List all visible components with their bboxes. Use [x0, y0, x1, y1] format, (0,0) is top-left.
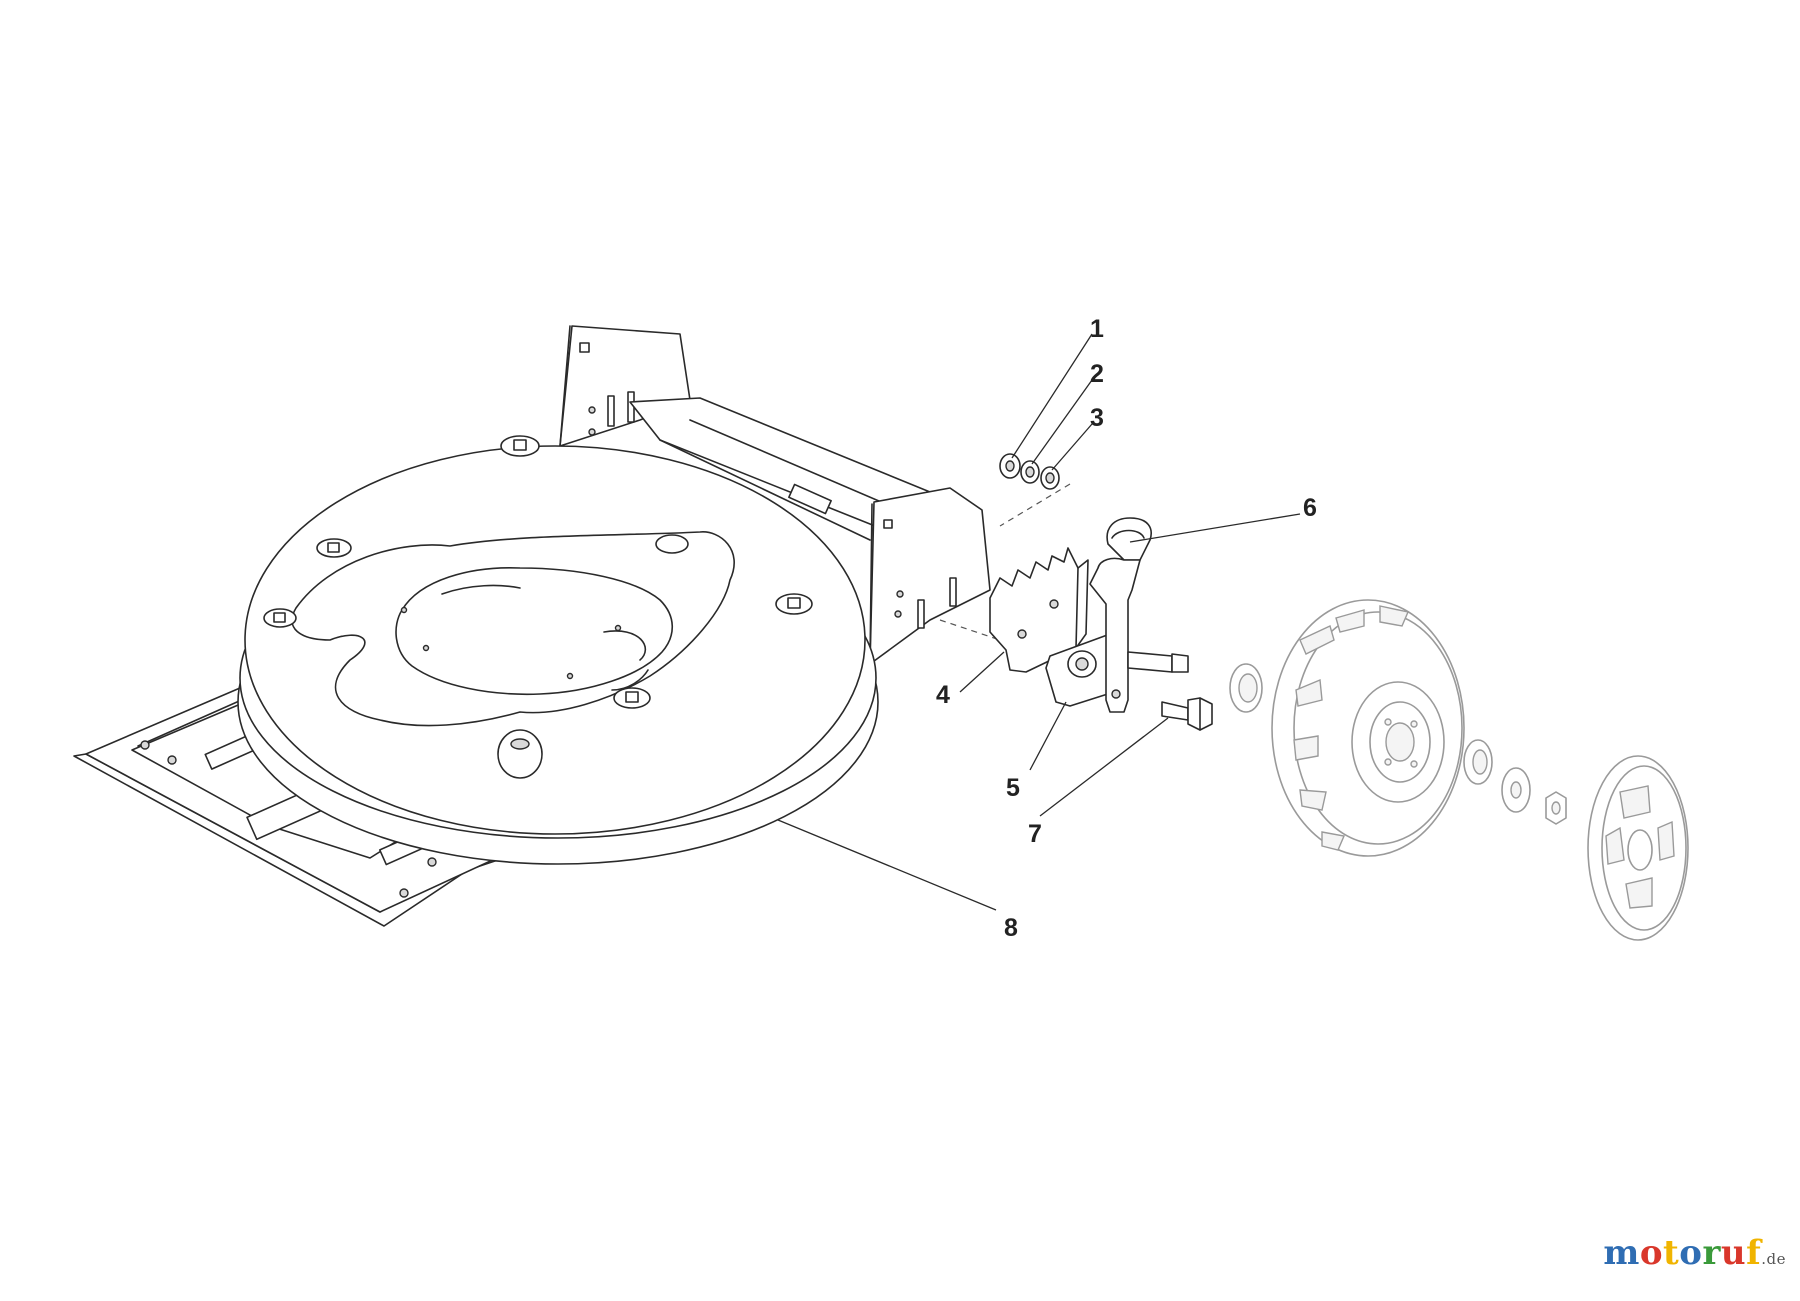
- assembly-axis-upper: [999, 483, 1071, 527]
- callout-6: 6: [1303, 494, 1317, 522]
- leader-7: [1039, 717, 1169, 817]
- wheel-washer: [1501, 767, 1531, 813]
- callout-2: 2: [1090, 360, 1104, 388]
- leader-6: [1129, 513, 1301, 543]
- callout-3: 3: [1090, 404, 1104, 432]
- leader-lines: [777, 333, 1301, 911]
- watermark-letter: o: [1679, 1233, 1703, 1273]
- leader-1: [1011, 333, 1093, 459]
- watermark-letter: u: [1720, 1233, 1747, 1273]
- callouts: 1 2 3 4 5 6 7 8: [936, 315, 1317, 942]
- callout-5: 5: [1006, 774, 1020, 802]
- washer-2: [1020, 460, 1040, 484]
- watermark-logo: motoruf.de: [1603, 1233, 1786, 1273]
- callout-7: 7: [1028, 820, 1042, 848]
- callout-1: 1: [1090, 315, 1104, 343]
- lock-washer-3: [1040, 466, 1060, 490]
- wheel-tyre: [1271, 599, 1465, 857]
- watermark-letter: o: [1639, 1233, 1664, 1273]
- leader-2: [1031, 379, 1093, 465]
- callout-4: 4: [936, 681, 950, 709]
- leader-8: [777, 819, 997, 911]
- wheel-nut: [1545, 791, 1567, 825]
- watermark-letter: m: [1603, 1233, 1640, 1273]
- leader-5: [1029, 701, 1067, 771]
- nut-1: [999, 453, 1021, 479]
- mower-deck: [73, 325, 991, 927]
- watermark-letter: t: [1663, 1233, 1680, 1273]
- outer-gear: [1463, 739, 1493, 785]
- callout-8: 8: [1004, 914, 1018, 942]
- watermark-letter: r: [1702, 1233, 1721, 1273]
- inner-gear: [1229, 663, 1263, 713]
- height-adjust-lever: [1089, 517, 1189, 713]
- shoulder-bolt: [1161, 697, 1213, 731]
- wheel-assembly: [1229, 599, 1689, 941]
- watermark-letters: motoruf: [1603, 1233, 1761, 1273]
- watermark-suffix: .de: [1761, 1250, 1786, 1268]
- height-adjust-bracket: [989, 547, 1089, 673]
- watermark-letter: f: [1746, 1233, 1762, 1273]
- hubcap: [1587, 755, 1689, 941]
- leader-4: [959, 651, 1005, 693]
- leader-3: [1051, 423, 1093, 471]
